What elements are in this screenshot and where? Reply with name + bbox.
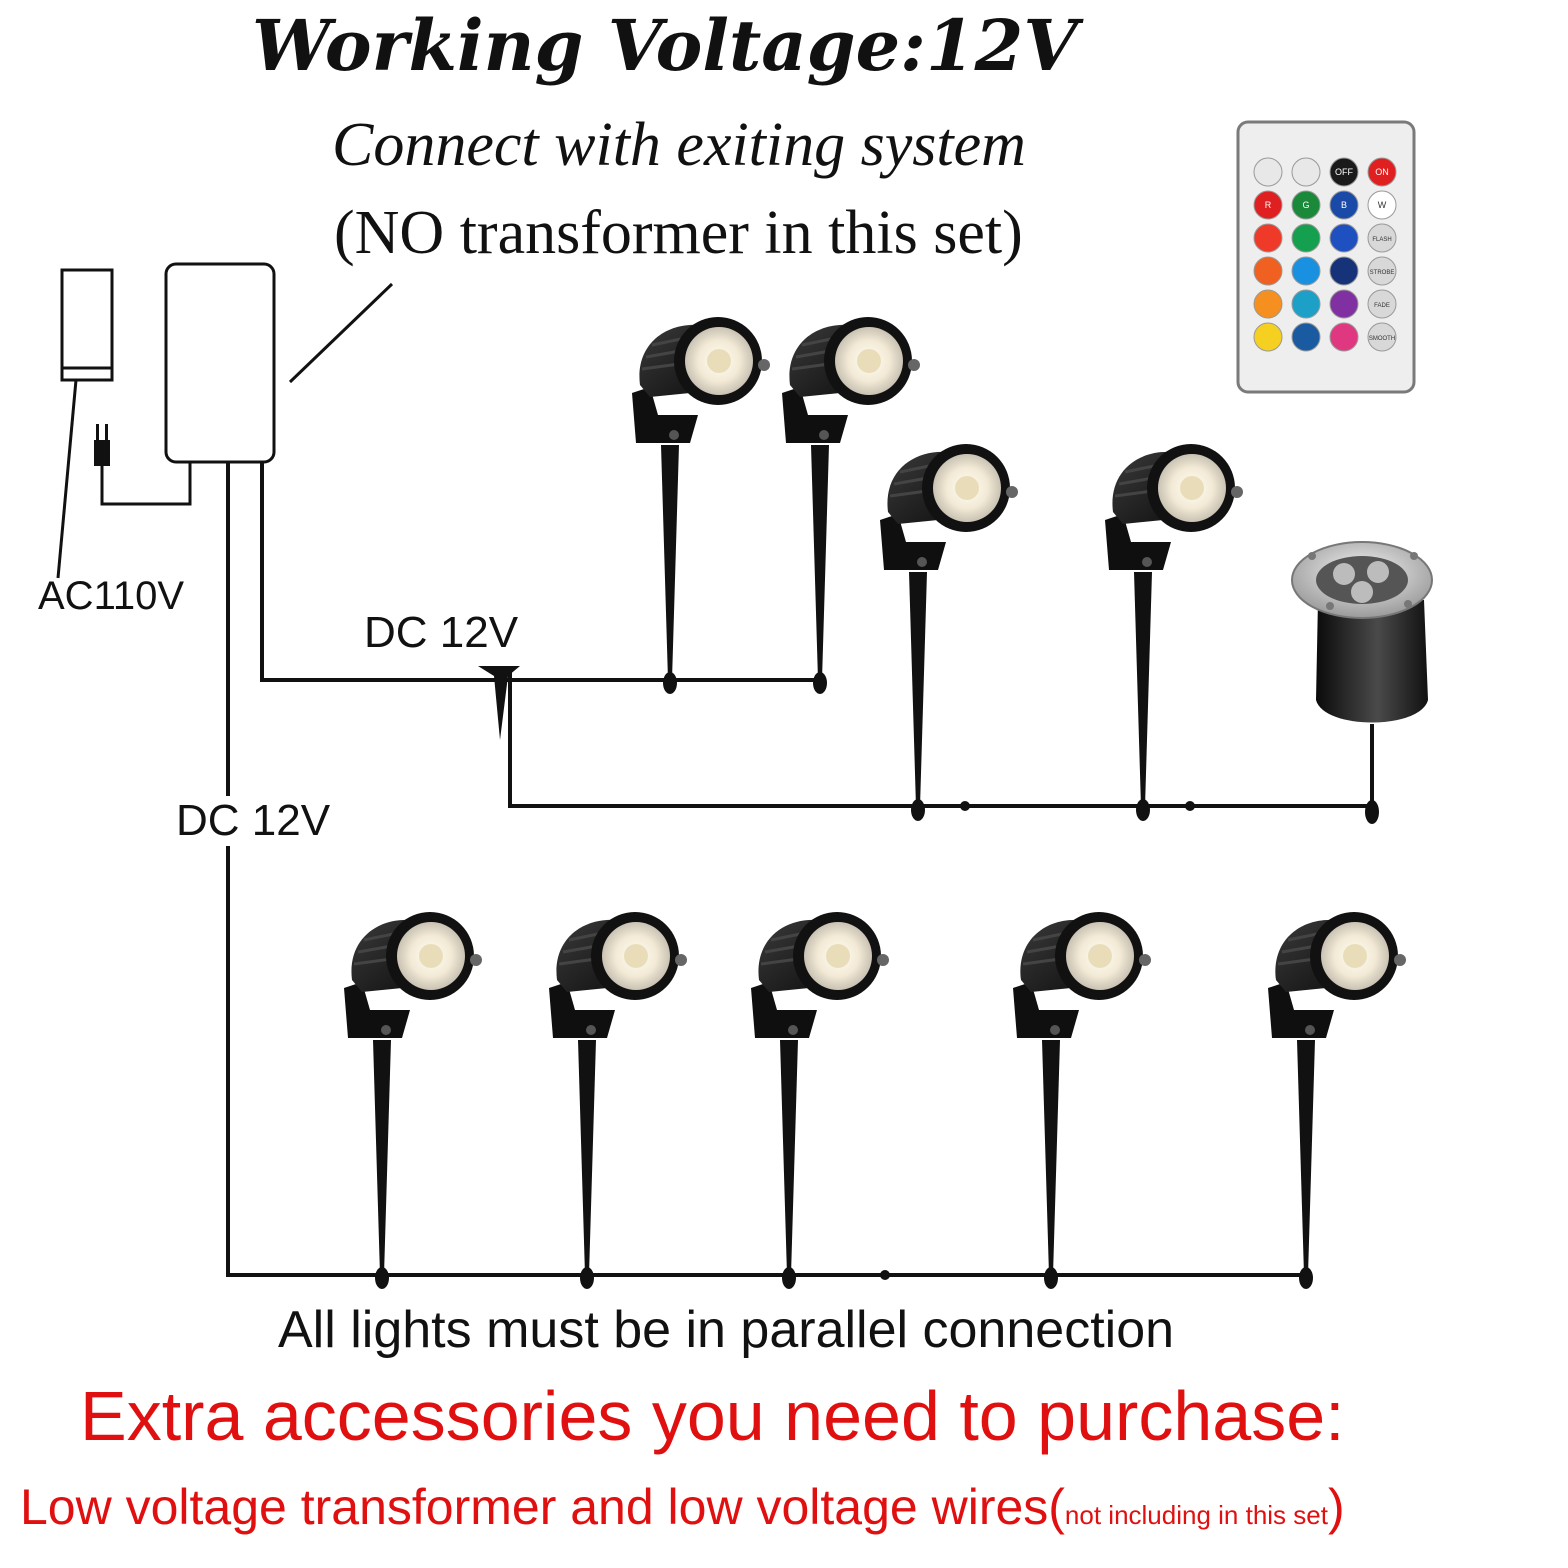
transformer-icon: [164, 262, 276, 464]
spotlight-icon: [1011, 910, 1153, 1291]
spotlight-icon: [878, 442, 1020, 823]
extra-accessories-detail: Low voltage transformer and low voltage …: [20, 1478, 1345, 1536]
remote-button: [1367, 289, 1397, 319]
remote-button: [1291, 289, 1321, 319]
remote-button: [1253, 223, 1283, 253]
remote-button: [1253, 190, 1283, 220]
remote-button-label: B: [1341, 200, 1347, 210]
remote-button: [1291, 256, 1321, 286]
remote-button: [1367, 190, 1397, 220]
remote-button: [1329, 157, 1359, 187]
remote-icon: OFF ON R G B W FLASH STROBE FADE SMOOTH: [1236, 120, 1416, 394]
remote-button: [1253, 157, 1283, 187]
spotlight-icon: [630, 315, 772, 696]
remote-button: [1367, 256, 1397, 286]
remote-button-label: STROBE: [1370, 270, 1395, 276]
extra-detail-main: Low voltage transformer and low voltage …: [20, 1479, 1065, 1535]
remote-button-label: W: [1378, 200, 1387, 210]
spotlight-icon: [342, 910, 484, 1291]
remote-button: [1253, 322, 1283, 352]
remote-button: [1291, 322, 1321, 352]
remote-button: [1367, 157, 1397, 187]
spotlight-icon: [1103, 442, 1245, 823]
transformer-note: (NO transformer in this set): [334, 199, 1023, 267]
remote-button: [1367, 223, 1397, 253]
remote-button: [1329, 190, 1359, 220]
subtitle: Connect with exiting system: [332, 111, 1026, 179]
dc-voltage-label-top: DC 12V: [360, 608, 523, 658]
extra-detail-close: ): [1327, 1479, 1345, 1535]
remote-button: [1367, 322, 1397, 352]
extra-accessories-heading: Extra accessories you need to purchase:: [80, 1377, 1345, 1455]
remote-button: [1253, 256, 1283, 286]
dc-voltage-label-left: DC 12V: [172, 796, 335, 846]
inground-light-icon: [1291, 541, 1433, 824]
spotlight-icon: [547, 910, 689, 1291]
remote-button: [1291, 157, 1321, 187]
remote-button: [1291, 223, 1321, 253]
remote-button-label: R: [1265, 200, 1272, 210]
parallel-note: All lights must be in parallel connectio…: [278, 1301, 1175, 1359]
remote-button-label: OFF: [1335, 167, 1353, 177]
remote-button: [1291, 190, 1321, 220]
remote-button-label: SMOOTH: [1369, 336, 1395, 342]
remote-button: [1329, 289, 1359, 319]
remote-button: [1329, 256, 1359, 286]
remote-button: [1329, 223, 1359, 253]
remote-button-label: FLASH: [1372, 237, 1391, 243]
outlet-icon: [60, 268, 114, 382]
remote-button: [1253, 289, 1283, 319]
extra-detail-small: not including in this set: [1064, 1500, 1328, 1530]
remote-button: [1329, 322, 1359, 352]
remote-button-label: ON: [1375, 167, 1389, 177]
spotlight-icon: [749, 910, 891, 1291]
spotlight-icon: [1266, 910, 1408, 1291]
ac-voltage-label: AC110V: [38, 574, 185, 618]
page-title: Working Voltage:12V: [252, 4, 1078, 87]
remote-button-label: FADE: [1374, 303, 1390, 309]
plug-icon: [94, 424, 192, 506]
remote-button-label: G: [1302, 200, 1309, 210]
